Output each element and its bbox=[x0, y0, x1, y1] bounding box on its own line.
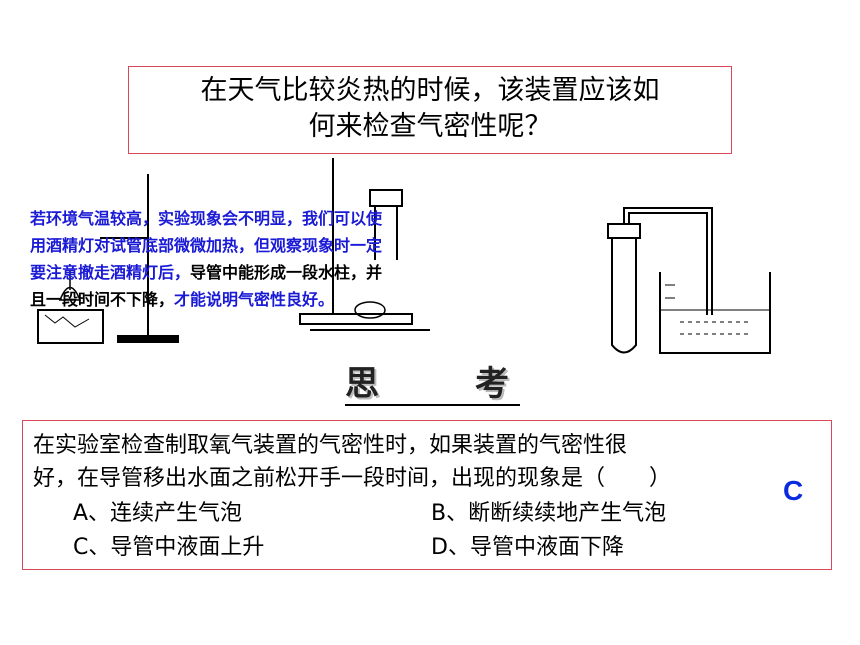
answer-label: C bbox=[783, 475, 804, 506]
title-text: 在天气比较炎热的时候，该装置应该如 何来检查气密性呢？ bbox=[129, 73, 731, 145]
title-box: 在天气比较炎热的时候，该装置应该如 何来检查气密性呢？ bbox=[128, 66, 732, 154]
title-line-1: 在天气比较炎热的时候，该装置应该如 bbox=[200, 75, 660, 106]
title-line-2: 何来检查气密性呢？ bbox=[308, 111, 552, 142]
think-char-1: 思 bbox=[345, 364, 381, 404]
question-box: 在实验室检查制取氧气装置的气密性时，如果装置的气密性很 好，在导管移出水面之前松… bbox=[22, 420, 832, 570]
option-b[interactable]: B、断断续续地产生气泡 bbox=[431, 501, 667, 526]
question-line-1: 在实验室检查制取氧气装置的气密性时，如果装置的气密性很 bbox=[33, 433, 628, 458]
note-line-2: 用酒精灯对试管底部微微加热，但观察现象时一定 bbox=[30, 236, 383, 255]
explanation-note: 若环境气温较高，实验现象会不明显，我们可以使 用酒精灯对试管底部微微加热，但观察… bbox=[30, 205, 510, 313]
think-underline bbox=[345, 404, 520, 406]
note-line-3b: 导管中能形成一段水柱，并 bbox=[190, 263, 383, 282]
right-apparatus bbox=[607, 207, 771, 354]
note-line-1: 若环境气温较高，实验现象会不明显，我们可以使 bbox=[30, 209, 383, 228]
option-c[interactable]: C、导管中液面上升 bbox=[73, 535, 265, 560]
question-line-2: 好，在导管移出水面之前松开手一段时间，出现的现象是（ ） bbox=[33, 466, 672, 491]
option-a[interactable]: A、连续产生气泡 bbox=[73, 501, 243, 526]
note-line-4: 且一段时间不下降，才能说明气密性良好。 bbox=[30, 286, 510, 313]
note-line-3a: 要注意撤走酒精灯后， bbox=[30, 263, 191, 282]
option-d[interactable]: D、导管中液面下降 bbox=[431, 535, 624, 560]
note-line-4a: 且一段时间不下降， bbox=[30, 290, 175, 309]
question-text: 在实验室检查制取氧气装置的气密性时，如果装置的气密性很 好，在导管移出水面之前松… bbox=[33, 429, 823, 495]
note-line-3: 要注意撤走酒精灯后，导管中能形成一段水柱，并 bbox=[30, 259, 510, 286]
apparatus-illustrations bbox=[37, 158, 771, 354]
middle-apparatus bbox=[299, 158, 430, 331]
left-apparatus bbox=[37, 174, 179, 344]
think-char-2: 考 bbox=[475, 364, 511, 404]
note-line-4b: 才能说明气密性良好。 bbox=[174, 290, 335, 309]
